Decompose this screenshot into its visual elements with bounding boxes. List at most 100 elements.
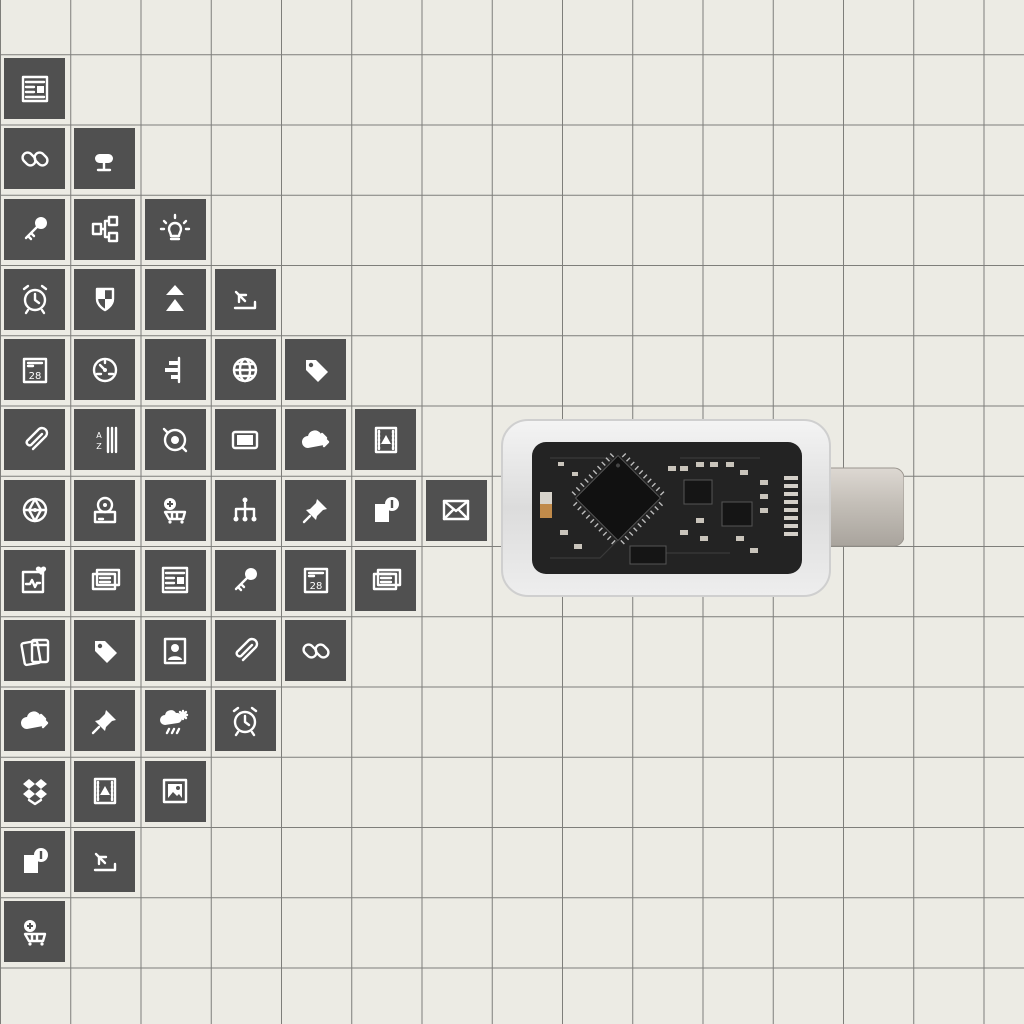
sort-alpha-icon: AZ — [96, 426, 117, 453]
tag-tile[interactable] — [74, 620, 136, 681]
network-globe-tile[interactable] — [4, 479, 65, 541]
key-icon — [235, 568, 258, 592]
cart-add-icon — [23, 919, 46, 946]
network-globe-icon — [22, 497, 47, 523]
cloud-share-tile[interactable] — [4, 690, 65, 752]
org-chart-tile[interactable] — [214, 479, 276, 541]
credit-cards-tile[interactable] — [4, 620, 65, 681]
lightbulb-tile[interactable] — [144, 198, 206, 260]
paperclip-icon — [25, 426, 48, 450]
weather-icon — [160, 709, 189, 734]
alarm-clock-tile[interactable] — [214, 690, 276, 752]
film-icon — [93, 777, 116, 805]
paperclip-tile[interactable] — [4, 409, 65, 471]
envelope-tile[interactable] — [425, 479, 487, 541]
svg-text:Z: Z — [96, 442, 102, 451]
shield-icon — [95, 288, 114, 312]
link-tile[interactable] — [4, 128, 65, 190]
cloud-share-icon — [20, 711, 48, 729]
usb-c-device-image — [501, 419, 905, 597]
curve-arrow-icon — [234, 291, 257, 310]
key-tile[interactable] — [214, 549, 276, 611]
org-chart-icon — [233, 497, 257, 522]
pin-icon — [91, 709, 116, 734]
alarm-clock-icon — [22, 285, 47, 315]
dropbox-tile[interactable] — [4, 760, 65, 822]
link-tile[interactable] — [285, 620, 346, 681]
lightbulb-icon — [159, 213, 191, 241]
picture-tile[interactable] — [144, 760, 206, 822]
cash-icon — [372, 569, 401, 591]
microphone-icon — [94, 153, 113, 171]
heart-monitor-tile[interactable] — [4, 549, 65, 611]
target-icon — [162, 427, 188, 452]
user-frame-icon — [163, 637, 187, 664]
document-minus-tile[interactable] — [355, 479, 417, 541]
calendar-tile[interactable]: 28 — [4, 339, 65, 400]
key-tile[interactable] — [4, 198, 65, 260]
target-tile[interactable] — [144, 409, 206, 471]
usb-c-device-photo — [500, 418, 905, 598]
disk-drive-tile[interactable] — [74, 479, 136, 541]
news-icon — [161, 567, 189, 594]
news-tile[interactable] — [4, 58, 65, 119]
calendar-tile[interactable]: 28 — [285, 549, 346, 611]
svg-text:28: 28 — [28, 371, 41, 382]
pin-tile[interactable] — [74, 690, 136, 752]
tablet-tile[interactable] — [214, 409, 276, 471]
cash-tile[interactable] — [355, 549, 417, 611]
align-bars-icon — [165, 356, 181, 383]
weather-tile[interactable] — [144, 690, 206, 752]
document-minus-tile[interactable] — [4, 830, 65, 892]
news-tile[interactable] — [144, 549, 206, 611]
paperclip-tile[interactable] — [214, 620, 276, 681]
envelope-icon — [442, 499, 470, 521]
pin-icon — [302, 499, 327, 524]
key-icon — [24, 217, 47, 241]
align-bars-tile[interactable] — [144, 339, 206, 400]
tag-icon — [94, 640, 117, 663]
alarm-clock-icon — [233, 706, 258, 736]
cash-tile[interactable] — [74, 549, 136, 611]
tag-icon — [305, 359, 328, 382]
curve-arrow-icon — [93, 853, 116, 872]
shield-tile[interactable] — [74, 268, 136, 330]
svg-text:A: A — [96, 431, 102, 440]
paperclip-icon — [235, 637, 259, 661]
news-icon — [21, 75, 48, 102]
cloud-share-icon — [301, 430, 329, 448]
document-minus-icon — [23, 848, 48, 874]
globe-tile[interactable] — [214, 339, 276, 400]
sitemap-tile[interactable] — [74, 198, 136, 260]
film-tile[interactable] — [355, 409, 417, 471]
arrows-up-tile[interactable] — [144, 268, 206, 330]
film-icon — [374, 426, 397, 453]
speedometer-tile[interactable] — [74, 339, 136, 400]
curve-arrow-tile[interactable] — [74, 830, 136, 892]
user-frame-tile[interactable] — [144, 620, 206, 681]
speedometer-icon — [92, 357, 117, 382]
curve-arrow-tile[interactable] — [214, 268, 276, 330]
heart-monitor-icon — [21, 566, 46, 594]
dropbox-icon — [22, 779, 47, 806]
cloud-share-tile[interactable] — [285, 409, 346, 471]
calendar-icon: 28 — [22, 357, 47, 383]
disk-drive-icon — [93, 496, 116, 524]
cash-icon — [91, 569, 120, 591]
link-icon — [20, 151, 49, 167]
microphone-tile[interactable] — [74, 128, 136, 190]
credit-cards-icon — [19, 638, 49, 666]
alarm-clock-tile[interactable] — [4, 268, 65, 330]
svg-text:28: 28 — [309, 581, 322, 592]
pin-tile[interactable] — [285, 479, 346, 541]
film-tile[interactable] — [74, 760, 136, 822]
picture-icon — [162, 778, 188, 804]
sitemap-icon — [91, 215, 118, 243]
globe-icon — [233, 357, 258, 382]
calendar-icon: 28 — [303, 568, 328, 594]
cart-add-tile[interactable] — [4, 901, 65, 962]
cart-add-icon — [163, 498, 187, 524]
cart-add-tile[interactable] — [144, 479, 206, 541]
tag-tile[interactable] — [285, 339, 346, 400]
